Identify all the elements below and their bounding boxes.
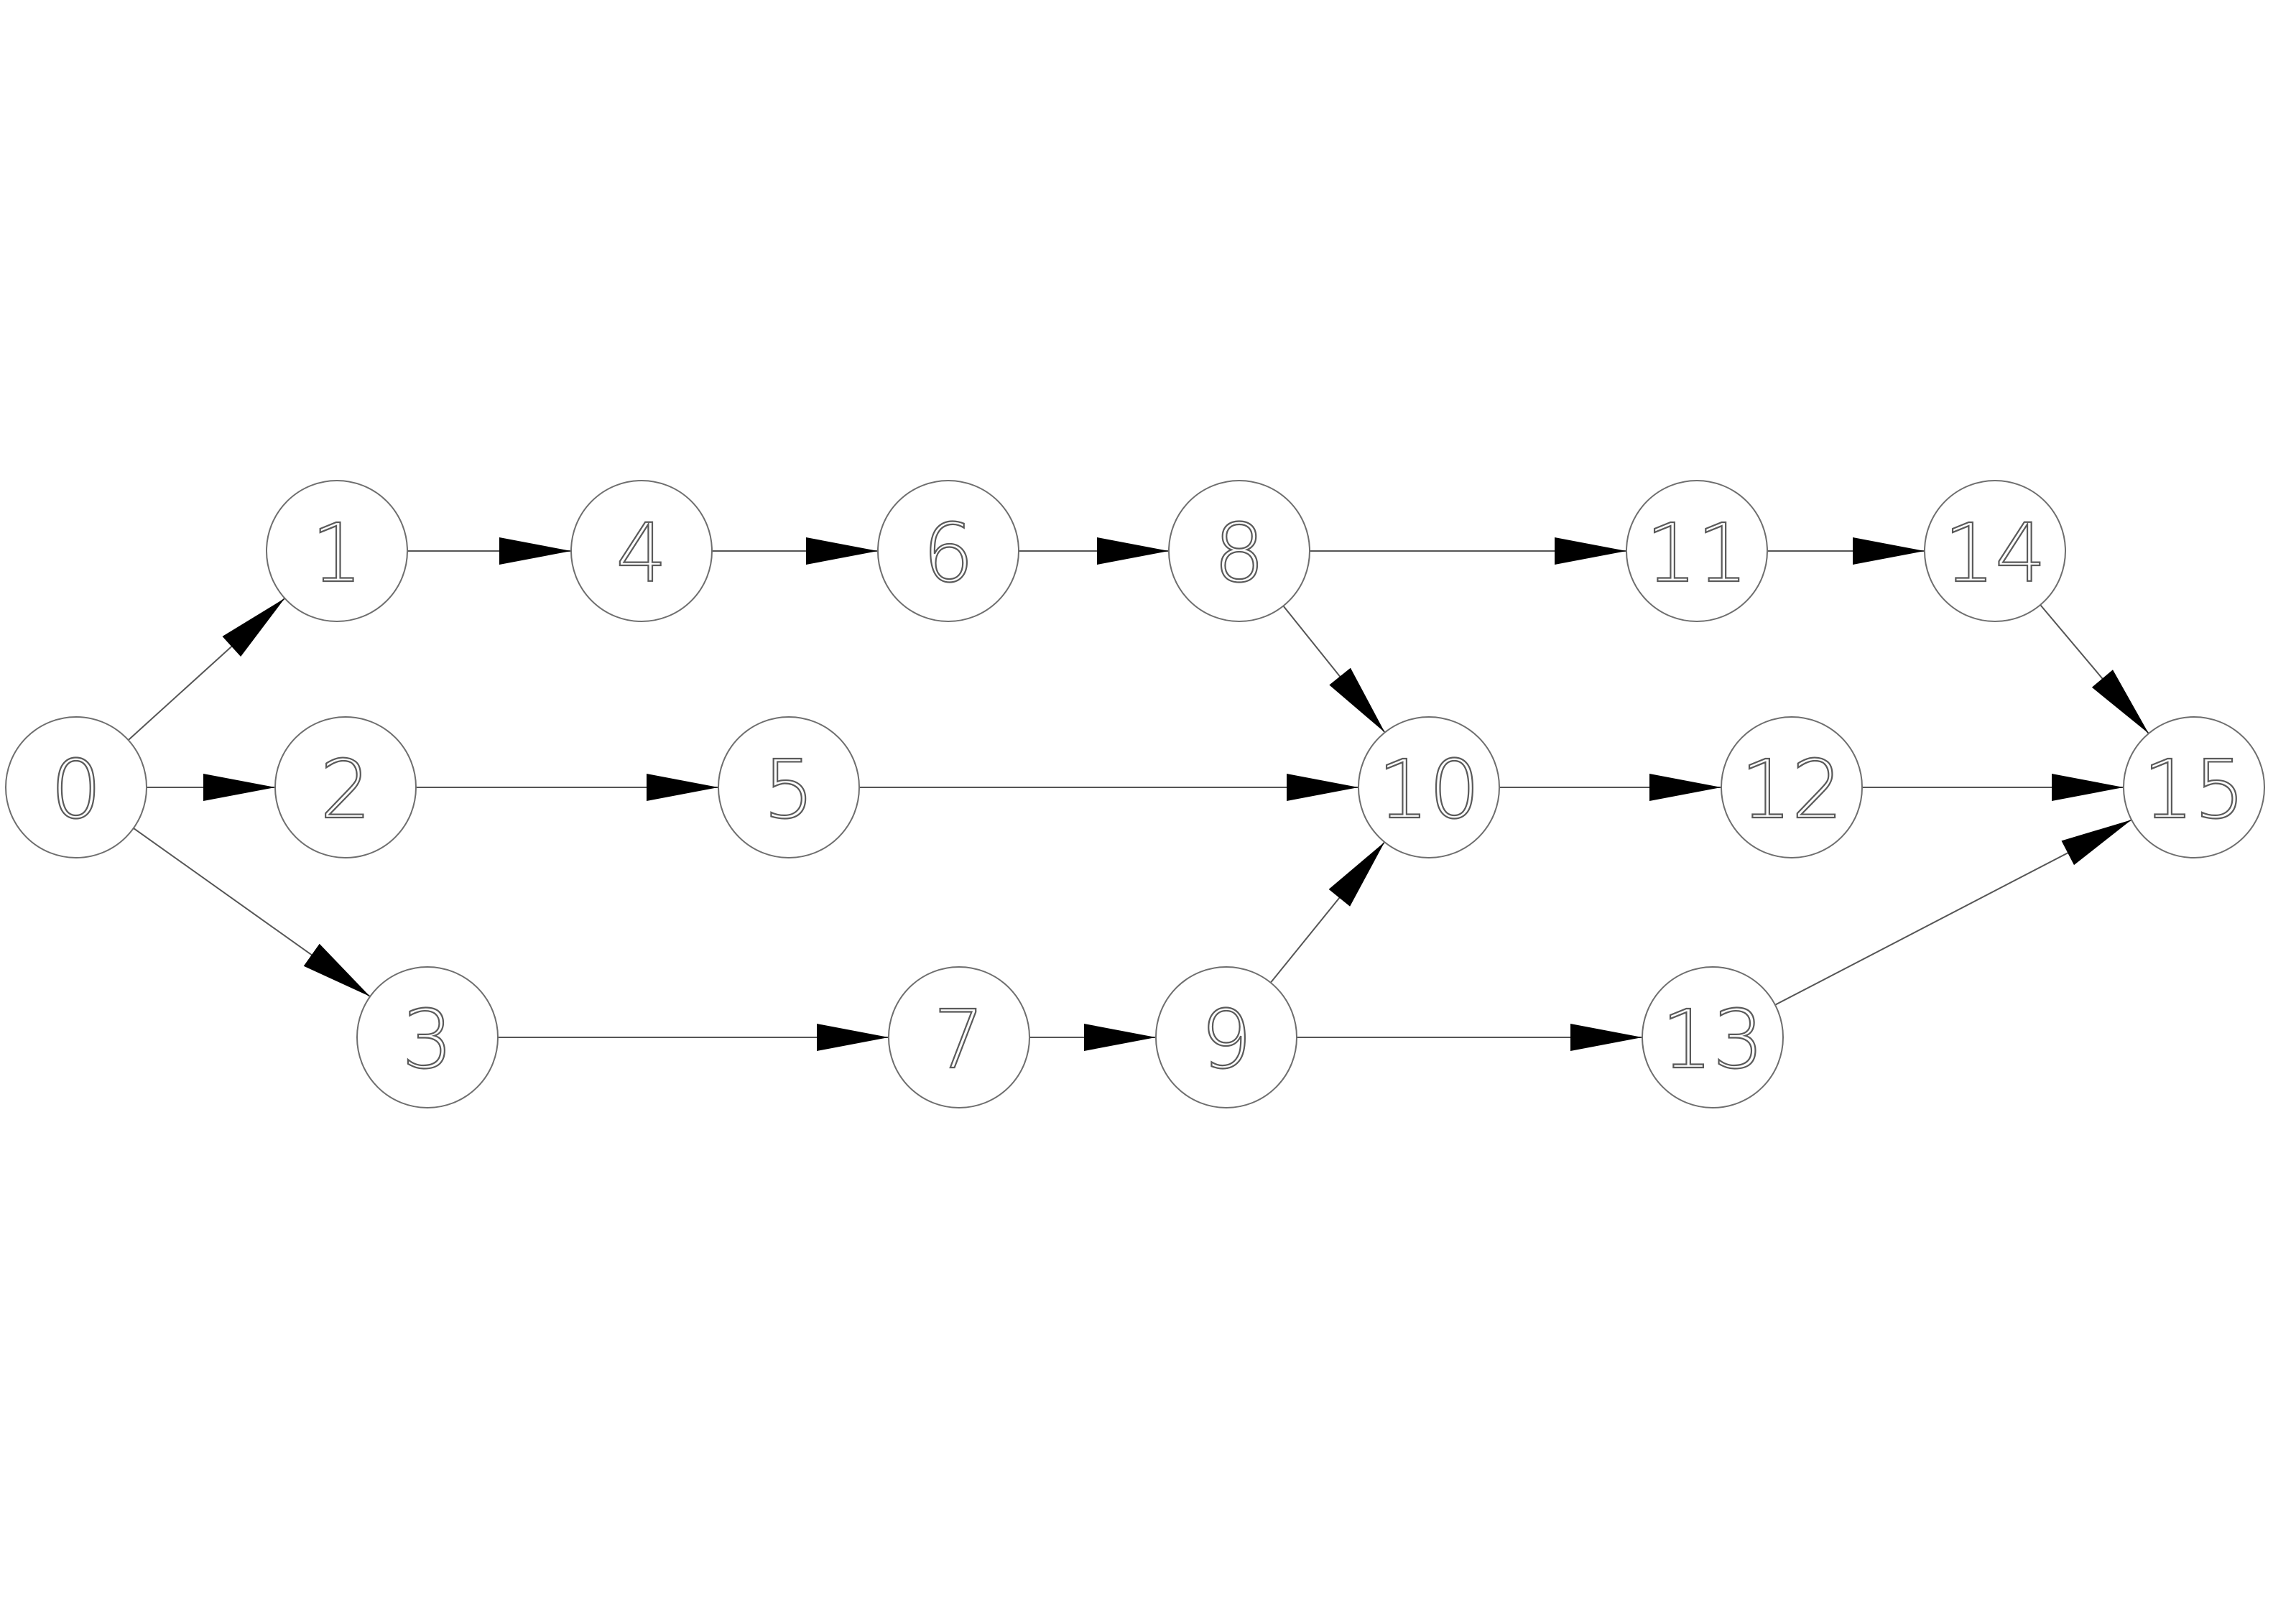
edge-5-to-10 — [859, 774, 1358, 801]
edge-14-to-15 — [2040, 604, 2149, 734]
node-13: 13 — [1642, 966, 1784, 1108]
node-label: 8 — [1213, 507, 1264, 601]
node-label: 2 — [320, 744, 371, 837]
node-circle — [274, 716, 417, 858]
node-label: 3 — [402, 994, 453, 1087]
node-circle — [1155, 966, 1297, 1108]
edge-9-to-13 — [1297, 1024, 1642, 1051]
edge-0-to-2 — [147, 774, 275, 801]
node-label: 0 — [50, 744, 101, 837]
arrowhead-icon — [203, 774, 275, 801]
node-2: 2 — [274, 716, 417, 858]
node-label: 10 — [1378, 744, 1481, 837]
edge-1-to-4 — [407, 537, 571, 565]
node-circle — [570, 480, 713, 622]
node-circle — [1642, 966, 1784, 1108]
node-label: 9 — [1200, 994, 1251, 1087]
node-circle — [5, 716, 147, 858]
node-circle — [888, 966, 1030, 1108]
edge-0-to-3 — [133, 827, 371, 998]
arrowhead-icon — [1328, 842, 1385, 907]
arrowhead-icon — [222, 598, 285, 657]
node-label: 1 — [311, 507, 362, 601]
node-circle — [1924, 480, 2066, 622]
arrowhead-icon — [1555, 537, 1626, 565]
node-circle — [1721, 716, 1863, 858]
node-label: 7 — [933, 994, 984, 1087]
edge-2-to-5 — [416, 774, 718, 801]
arrowhead-icon — [499, 537, 571, 565]
node-0: 0 — [5, 716, 147, 858]
node-7: 7 — [888, 966, 1030, 1108]
node-label: 5 — [763, 744, 814, 837]
edge-9-to-10 — [1269, 841, 1386, 983]
node-circle — [2123, 716, 2265, 858]
node-11: 11 — [1626, 480, 1768, 622]
node-6: 6 — [877, 480, 1019, 622]
edges-layer — [127, 537, 2149, 1051]
edge-8-to-11 — [1310, 537, 1626, 565]
node-label: 15 — [2143, 744, 2246, 837]
arrowhead-icon — [1097, 537, 1169, 565]
edge-7-to-9 — [1029, 1024, 1156, 1051]
arrowhead-icon — [817, 1024, 889, 1051]
arrowhead-icon — [2091, 670, 2149, 733]
node-8: 8 — [1168, 480, 1310, 622]
edge-11-to-14 — [1767, 537, 1925, 565]
node-label: 14 — [1944, 507, 2047, 601]
node-circle — [877, 480, 1019, 622]
node-circle — [1168, 480, 1310, 622]
arrowhead-icon — [1287, 774, 1358, 801]
node-circle — [356, 966, 499, 1108]
arrowhead-icon — [647, 774, 718, 801]
node-5: 5 — [718, 716, 860, 858]
node-9: 9 — [1155, 966, 1297, 1108]
edge-12-to-15 — [1862, 774, 2124, 801]
arrowhead-icon — [2061, 820, 2131, 866]
node-label: 4 — [616, 507, 667, 601]
edge-4-to-6 — [712, 537, 878, 565]
node-label: 11 — [1646, 507, 1749, 601]
node-4: 4 — [570, 480, 713, 622]
node-circle — [1626, 480, 1768, 622]
node-1: 1 — [266, 480, 408, 622]
edge-8-to-10 — [1282, 605, 1386, 733]
arrowhead-icon — [806, 537, 878, 565]
arrowhead-icon — [1853, 537, 1925, 565]
edge-0-to-1 — [127, 598, 286, 741]
node-circle — [1358, 716, 1500, 858]
edge-3-to-7 — [498, 1024, 889, 1051]
node-circle — [718, 716, 860, 858]
node-12: 12 — [1721, 716, 1863, 858]
arrowhead-icon — [2052, 774, 2124, 801]
edge-6-to-8 — [1019, 537, 1169, 565]
edge-10-to-12 — [1499, 774, 1721, 801]
edge-13-to-15 — [1774, 819, 2132, 1006]
arrowhead-icon — [1570, 1024, 1642, 1051]
node-label: 13 — [1662, 994, 1764, 1087]
node-15: 15 — [2123, 716, 2265, 858]
node-10: 10 — [1358, 716, 1500, 858]
node-label: 6 — [922, 507, 973, 601]
arrowhead-icon — [303, 943, 371, 997]
node-14: 14 — [1924, 480, 2066, 622]
arrowhead-icon — [1329, 667, 1385, 733]
node-circle — [266, 480, 408, 622]
arrowhead-icon — [1649, 774, 1721, 801]
arrowhead-icon — [1084, 1024, 1156, 1051]
node-3: 3 — [356, 966, 499, 1108]
node-label: 12 — [1741, 744, 1843, 837]
